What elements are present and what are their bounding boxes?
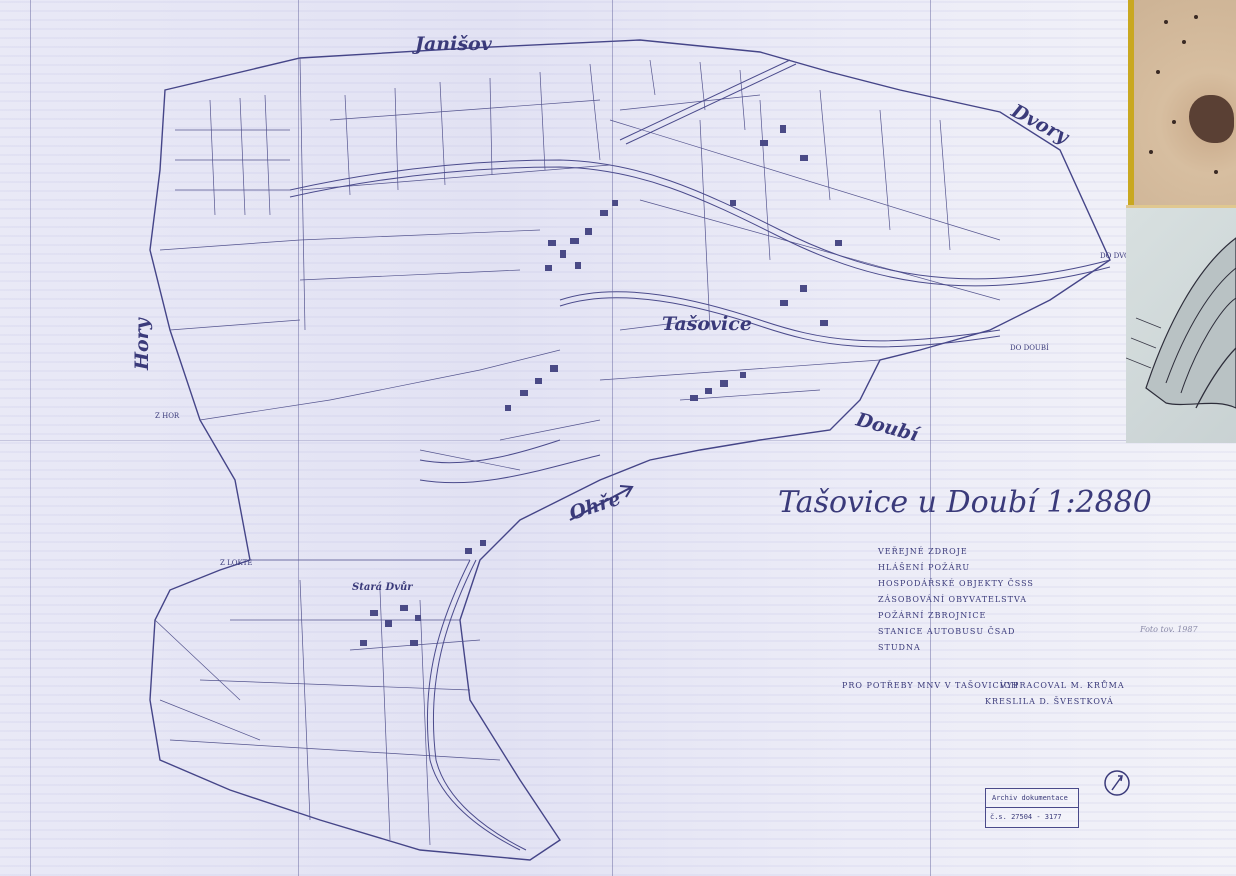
legend-item: HLÁŠENÍ POŽÁRU [878,563,970,572]
stamp-archive: Archiv dokumentace [992,794,1068,802]
sketch-drawing [1126,237,1236,409]
map-legend: VEŘEJNÉ ZDROJE HLÁŠENÍ POŽÁRU HOSPODÁŘSK… [877,547,1034,652]
legend-item: STUDNA [878,643,921,652]
label-do-doubi: DO DOUBÍ [1010,343,1049,352]
photo-hole [1182,40,1186,44]
legend-item: POŽÁRNÍ ZBROJNICE [878,611,986,620]
photo-hole [1172,120,1176,124]
map-title: Tašovice u Doubí 1:2880 [778,485,1152,520]
photo-wooden-board [1128,0,1236,205]
compass-icon [1104,770,1130,796]
fold-crease [930,0,931,876]
photo-hole [1194,15,1198,19]
photo-hole [1164,20,1168,24]
photo-sketch [1126,205,1236,443]
handwritten-note: Foto tov. 1987 [1139,625,1198,634]
legend-item: STANICE AUTOBUSU ČSAD [878,627,1015,636]
place-tasovice: Tašovice [662,313,752,335]
river [419,439,601,484]
place-hory: Hory [131,316,153,371]
stamp-number: č.s. 27504 - 3177 [990,813,1062,821]
cadastral-boundary [149,39,1111,861]
photo-hole [1149,150,1153,154]
photo-hole [1156,70,1160,74]
photo-stain [1189,95,1234,143]
photo-hole [1214,170,1218,174]
label-z-hor: Z HOR [155,412,180,420]
river-arrow [569,485,634,521]
roads [289,59,1111,851]
label-do-dvor: DO DVOR [1100,252,1136,260]
parcel-lines [154,57,1001,846]
footer-drafted: VYPRACOVAL M. KRŮMA [999,681,1125,690]
legend-item: HOSPODÁŘSKÉ OBJEKTY ČSSS [878,579,1034,588]
footer-purpose: PRO POTŘEBY MNV V TAŠOVICÍCH [842,681,1019,690]
fold-crease [30,0,31,876]
legend-item: ZÁSOBOVÁNÍ OBYVATELSTVA [878,595,1027,604]
fold-crease [612,0,613,876]
place-dvory: Dvory [1007,100,1074,150]
place-ohre: Ohře [567,488,624,525]
label-z-lokte: Z LOKTE [220,559,252,567]
archive-stamp: Archiv dokumentace č.s. 27504 - 3177 [985,788,1079,828]
buildings [360,125,842,646]
fold-crease [298,0,299,876]
place-stare-dvory: Stará Dvůr [352,582,413,593]
legend-item: VEŘEJNÉ ZDROJE [877,547,968,556]
place-janisov: Janišov [412,33,493,55]
fold-crease [0,440,1236,441]
footer-drawn: KRESLILA D. ŠVESTKOVÁ [985,697,1114,706]
